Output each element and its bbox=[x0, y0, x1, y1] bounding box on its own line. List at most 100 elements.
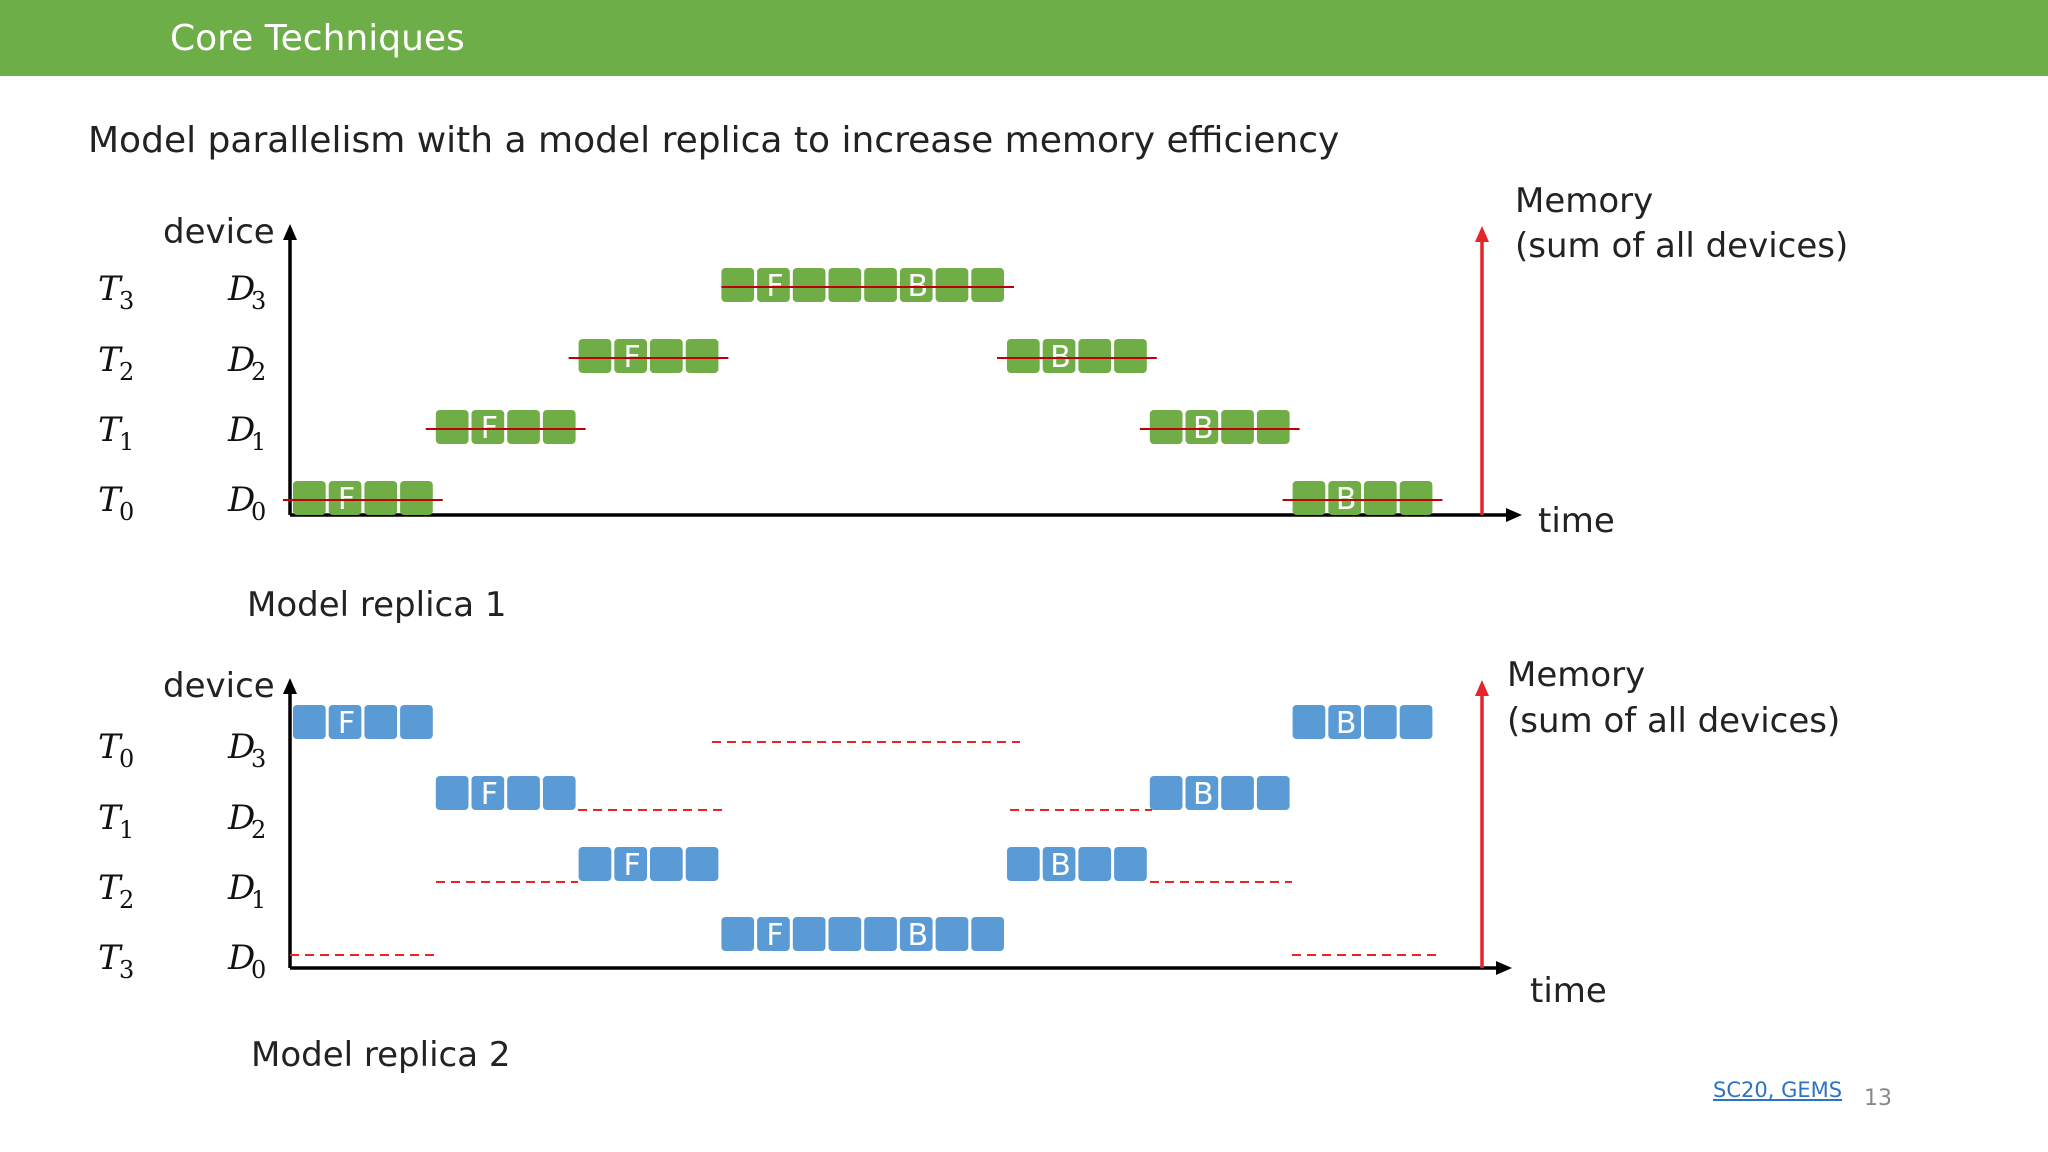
memory-label: Memory bbox=[1507, 655, 1645, 695]
device-subscript: 2 bbox=[251, 816, 266, 844]
micro-batch-block bbox=[471, 776, 505, 810]
block-label: F bbox=[624, 848, 641, 883]
slide-title: Core Techniques bbox=[170, 18, 465, 59]
micro-batch-block bbox=[400, 705, 433, 739]
micro-batch-block bbox=[364, 481, 398, 515]
y-axis-label: device bbox=[163, 666, 275, 706]
device-subscript: 0 bbox=[251, 956, 266, 984]
micro-batch-block bbox=[1221, 776, 1254, 810]
replica-caption: Model replica 1 bbox=[247, 585, 506, 625]
device-label: D bbox=[227, 868, 255, 908]
device-label: D bbox=[227, 340, 255, 380]
micro-batch-block bbox=[293, 481, 326, 515]
micro-batch-block bbox=[685, 339, 719, 373]
task-subscript: 2 bbox=[119, 358, 134, 386]
memory-arrow-head bbox=[1475, 680, 1489, 696]
micro-batch-block bbox=[435, 410, 469, 444]
device-label: D bbox=[227, 480, 255, 520]
task-label: T bbox=[98, 480, 123, 520]
micro-batch-block bbox=[435, 776, 469, 810]
block-label: B bbox=[1336, 706, 1357, 741]
micro-batch-block bbox=[1078, 847, 1112, 881]
micro-batch-block bbox=[935, 917, 969, 951]
micro-batch-block bbox=[828, 268, 862, 302]
device-subscript: 3 bbox=[251, 745, 266, 773]
task-subscript: 2 bbox=[119, 886, 134, 914]
y-axis-arrowhead bbox=[283, 224, 297, 240]
micro-batch-block bbox=[542, 410, 576, 444]
page-number: 13 bbox=[1864, 1086, 1892, 1111]
micro-batch-block bbox=[721, 268, 755, 302]
micro-batch-block bbox=[685, 847, 719, 881]
task-subscript: 0 bbox=[119, 498, 134, 526]
micro-batch-block bbox=[1328, 481, 1361, 515]
x-axis-arrowhead bbox=[1506, 508, 1522, 522]
task-label: T bbox=[98, 269, 123, 309]
micro-batch-block bbox=[971, 917, 1004, 951]
block-label: F bbox=[481, 777, 498, 812]
micro-batch-block bbox=[757, 917, 790, 951]
micro-batch-block bbox=[614, 847, 647, 881]
micro-batch-block bbox=[614, 339, 647, 373]
micro-batch-block bbox=[1042, 847, 1076, 881]
micro-batch-block bbox=[578, 339, 612, 373]
device-subscript: 1 bbox=[251, 428, 266, 456]
micro-batch-block bbox=[792, 917, 826, 951]
micro-batch-block bbox=[1292, 705, 1326, 739]
device-subscript: 1 bbox=[251, 886, 266, 914]
micro-batch-block bbox=[471, 410, 505, 444]
micro-batch-block bbox=[828, 917, 862, 951]
micro-batch-block bbox=[1364, 705, 1397, 739]
task-subscript: 3 bbox=[119, 287, 134, 315]
micro-batch-block bbox=[1256, 776, 1290, 810]
micro-batch-block bbox=[1221, 410, 1254, 444]
micro-batch-block bbox=[1149, 410, 1183, 444]
x-axis-label: time bbox=[1530, 971, 1607, 1011]
task-label: T bbox=[98, 410, 123, 450]
micro-batch-block bbox=[1185, 410, 1219, 444]
micro-batch-block bbox=[864, 268, 897, 302]
x-axis-arrowhead bbox=[1496, 961, 1512, 975]
y-axis-arrowhead bbox=[283, 678, 297, 694]
block-label: B bbox=[907, 918, 928, 953]
micro-batch-block bbox=[1399, 481, 1433, 515]
micro-batch-block bbox=[1364, 481, 1397, 515]
micro-batch-block bbox=[792, 268, 826, 302]
micro-batch-block bbox=[578, 847, 612, 881]
slide-subtitle: Model parallelism with a model replica t… bbox=[88, 120, 1340, 161]
task-subscript: 1 bbox=[119, 816, 134, 844]
micro-batch-block bbox=[364, 705, 398, 739]
device-label: D bbox=[227, 727, 255, 767]
micro-batch-block bbox=[1078, 339, 1112, 373]
task-subscript: 0 bbox=[119, 745, 134, 773]
device-subscript: 0 bbox=[251, 498, 266, 526]
block-label: F bbox=[766, 918, 783, 953]
device-subscript: 2 bbox=[251, 358, 266, 386]
micro-batch-block bbox=[328, 481, 362, 515]
block-label: B bbox=[1050, 848, 1071, 883]
micro-batch-block bbox=[721, 917, 755, 951]
device-label: D bbox=[227, 269, 255, 309]
micro-batch-block bbox=[935, 268, 969, 302]
task-label: T bbox=[98, 938, 123, 978]
micro-batch-block bbox=[1292, 481, 1326, 515]
micro-batch-block bbox=[293, 705, 326, 739]
micro-batch-block bbox=[507, 410, 540, 444]
micro-batch-block bbox=[650, 847, 683, 881]
device-label: D bbox=[227, 798, 255, 838]
micro-batch-block bbox=[899, 917, 933, 951]
micro-batch-block bbox=[542, 776, 576, 810]
micro-batch-block bbox=[1185, 776, 1219, 810]
micro-batch-block bbox=[328, 705, 362, 739]
task-label: T bbox=[98, 727, 123, 767]
replica-caption: Model replica 2 bbox=[251, 1035, 510, 1075]
task-subscript: 1 bbox=[119, 428, 134, 456]
task-label: T bbox=[98, 340, 123, 380]
micro-batch-block bbox=[507, 776, 540, 810]
micro-batch-block bbox=[1114, 847, 1147, 881]
micro-batch-block bbox=[1114, 339, 1147, 373]
reference-link[interactable]: SC20, GEMS bbox=[1713, 1078, 1843, 1102]
memory-label: Memory bbox=[1515, 181, 1653, 221]
task-subscript: 3 bbox=[119, 956, 134, 984]
